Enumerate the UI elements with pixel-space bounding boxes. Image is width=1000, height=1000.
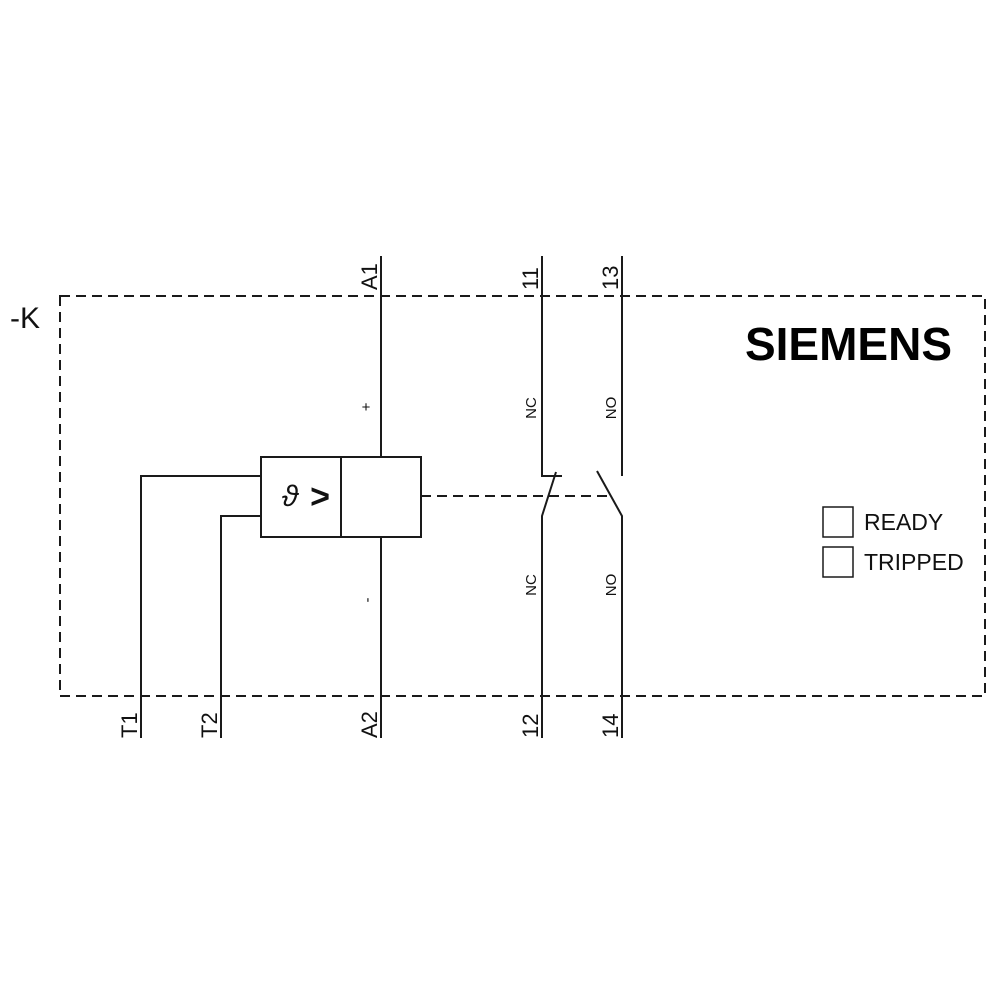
brand-logo: SIEMENS xyxy=(745,318,952,370)
terminal-13: 13 xyxy=(598,266,623,290)
terminal-14: 14 xyxy=(598,714,623,738)
terminal-t1: T1 xyxy=(117,712,142,738)
minus-sign: - xyxy=(359,598,376,603)
terminal-12: 12 xyxy=(518,714,543,738)
plus-sign: + xyxy=(362,399,371,416)
terminal-t2: T2 xyxy=(197,712,222,738)
ready-label: READY xyxy=(864,509,943,535)
terminal-a1: A1 xyxy=(357,263,382,290)
nc-contact-lower xyxy=(541,471,557,738)
t1-wire xyxy=(140,475,261,738)
tripped-indicator-box xyxy=(822,546,854,578)
nc-label-top: NC xyxy=(523,397,540,419)
terminal-a2: A2 xyxy=(357,711,382,738)
t2-wire xyxy=(220,515,261,738)
no-contact-lower xyxy=(596,470,623,738)
greater-than-icon: > xyxy=(310,478,330,516)
no-label-bottom: NO xyxy=(603,574,620,597)
device-designation: -K xyxy=(10,302,40,335)
nc-label-bottom: NC xyxy=(523,574,540,596)
relay-coil-block xyxy=(340,456,422,538)
ready-indicator-box xyxy=(822,506,854,538)
theta-icon: ϑ xyxy=(282,480,300,513)
device-boundary xyxy=(59,295,986,697)
tripped-label: TRIPPED xyxy=(864,549,964,575)
no-label-top: NO xyxy=(603,397,620,420)
nc-contact-upper xyxy=(541,256,562,477)
terminal-11: 11 xyxy=(518,267,543,290)
